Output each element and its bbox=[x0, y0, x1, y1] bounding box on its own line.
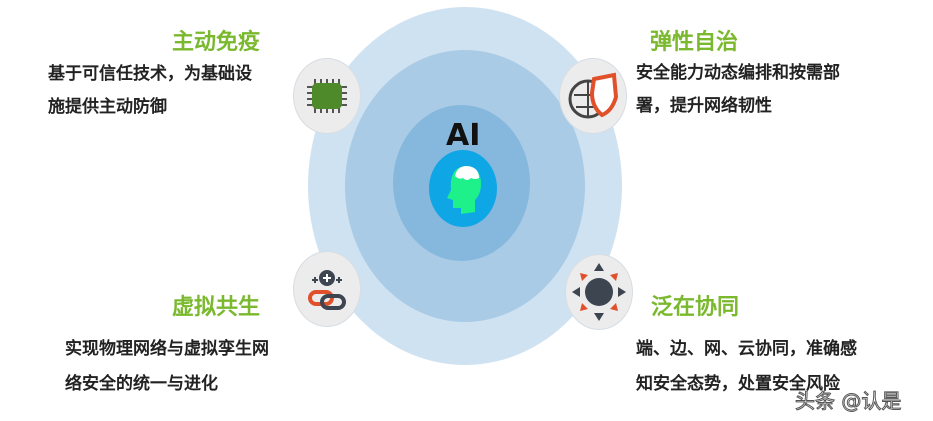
chip-icon-badge bbox=[293, 58, 361, 134]
quadrant-title-ubiquitous-collaboration: 泛在协同 bbox=[651, 295, 740, 320]
quadrant-title-elastic-autonomy: 弹性自治 bbox=[650, 30, 739, 55]
quadrant-text-active-immunity-1: 基于可信任技术，为基础设 bbox=[48, 64, 252, 84]
quadrant-text-elastic-autonomy-2: 署，提升网络韧性 bbox=[636, 96, 772, 116]
link-plus-icon-badge bbox=[293, 251, 361, 327]
chip-icon bbox=[307, 79, 347, 113]
quadrant-text-active-immunity-2: 施提供主动防御 bbox=[48, 97, 167, 117]
quadrant-title-active-immunity: 主动免疫 bbox=[172, 30, 261, 55]
core-circle bbox=[429, 150, 497, 227]
quadrant-text-ubiquitous-collaboration-1: 端、边、网、云协同，准确感 bbox=[636, 339, 857, 359]
brain-head-icon bbox=[447, 166, 481, 214]
globe-arrows-icon bbox=[572, 263, 626, 321]
quadrant-title-virtual-symbiosis: 虚拟共生 bbox=[172, 295, 261, 320]
quadrant-text-elastic-autonomy-1: 安全能力动态编排和按需部 bbox=[636, 63, 840, 83]
link-plus-icon bbox=[308, 270, 346, 310]
shield-globe-icon bbox=[568, 72, 619, 119]
shield-globe-icon-badge bbox=[559, 58, 627, 134]
quadrant-text-virtual-symbiosis-1: 实现物理网络与虚拟孪生网 bbox=[65, 339, 269, 359]
center-label: AI bbox=[446, 118, 481, 153]
quadrant-text-virtual-symbiosis-2: 络安全的统一与进化 bbox=[65, 374, 218, 394]
globe-arrows-icon-badge bbox=[565, 254, 633, 330]
watermark: 头条 @认是 bbox=[794, 389, 902, 414]
quadrant-text-ubiquitous-collaboration-2: 知安全态势，处置安全风险 bbox=[636, 374, 840, 394]
